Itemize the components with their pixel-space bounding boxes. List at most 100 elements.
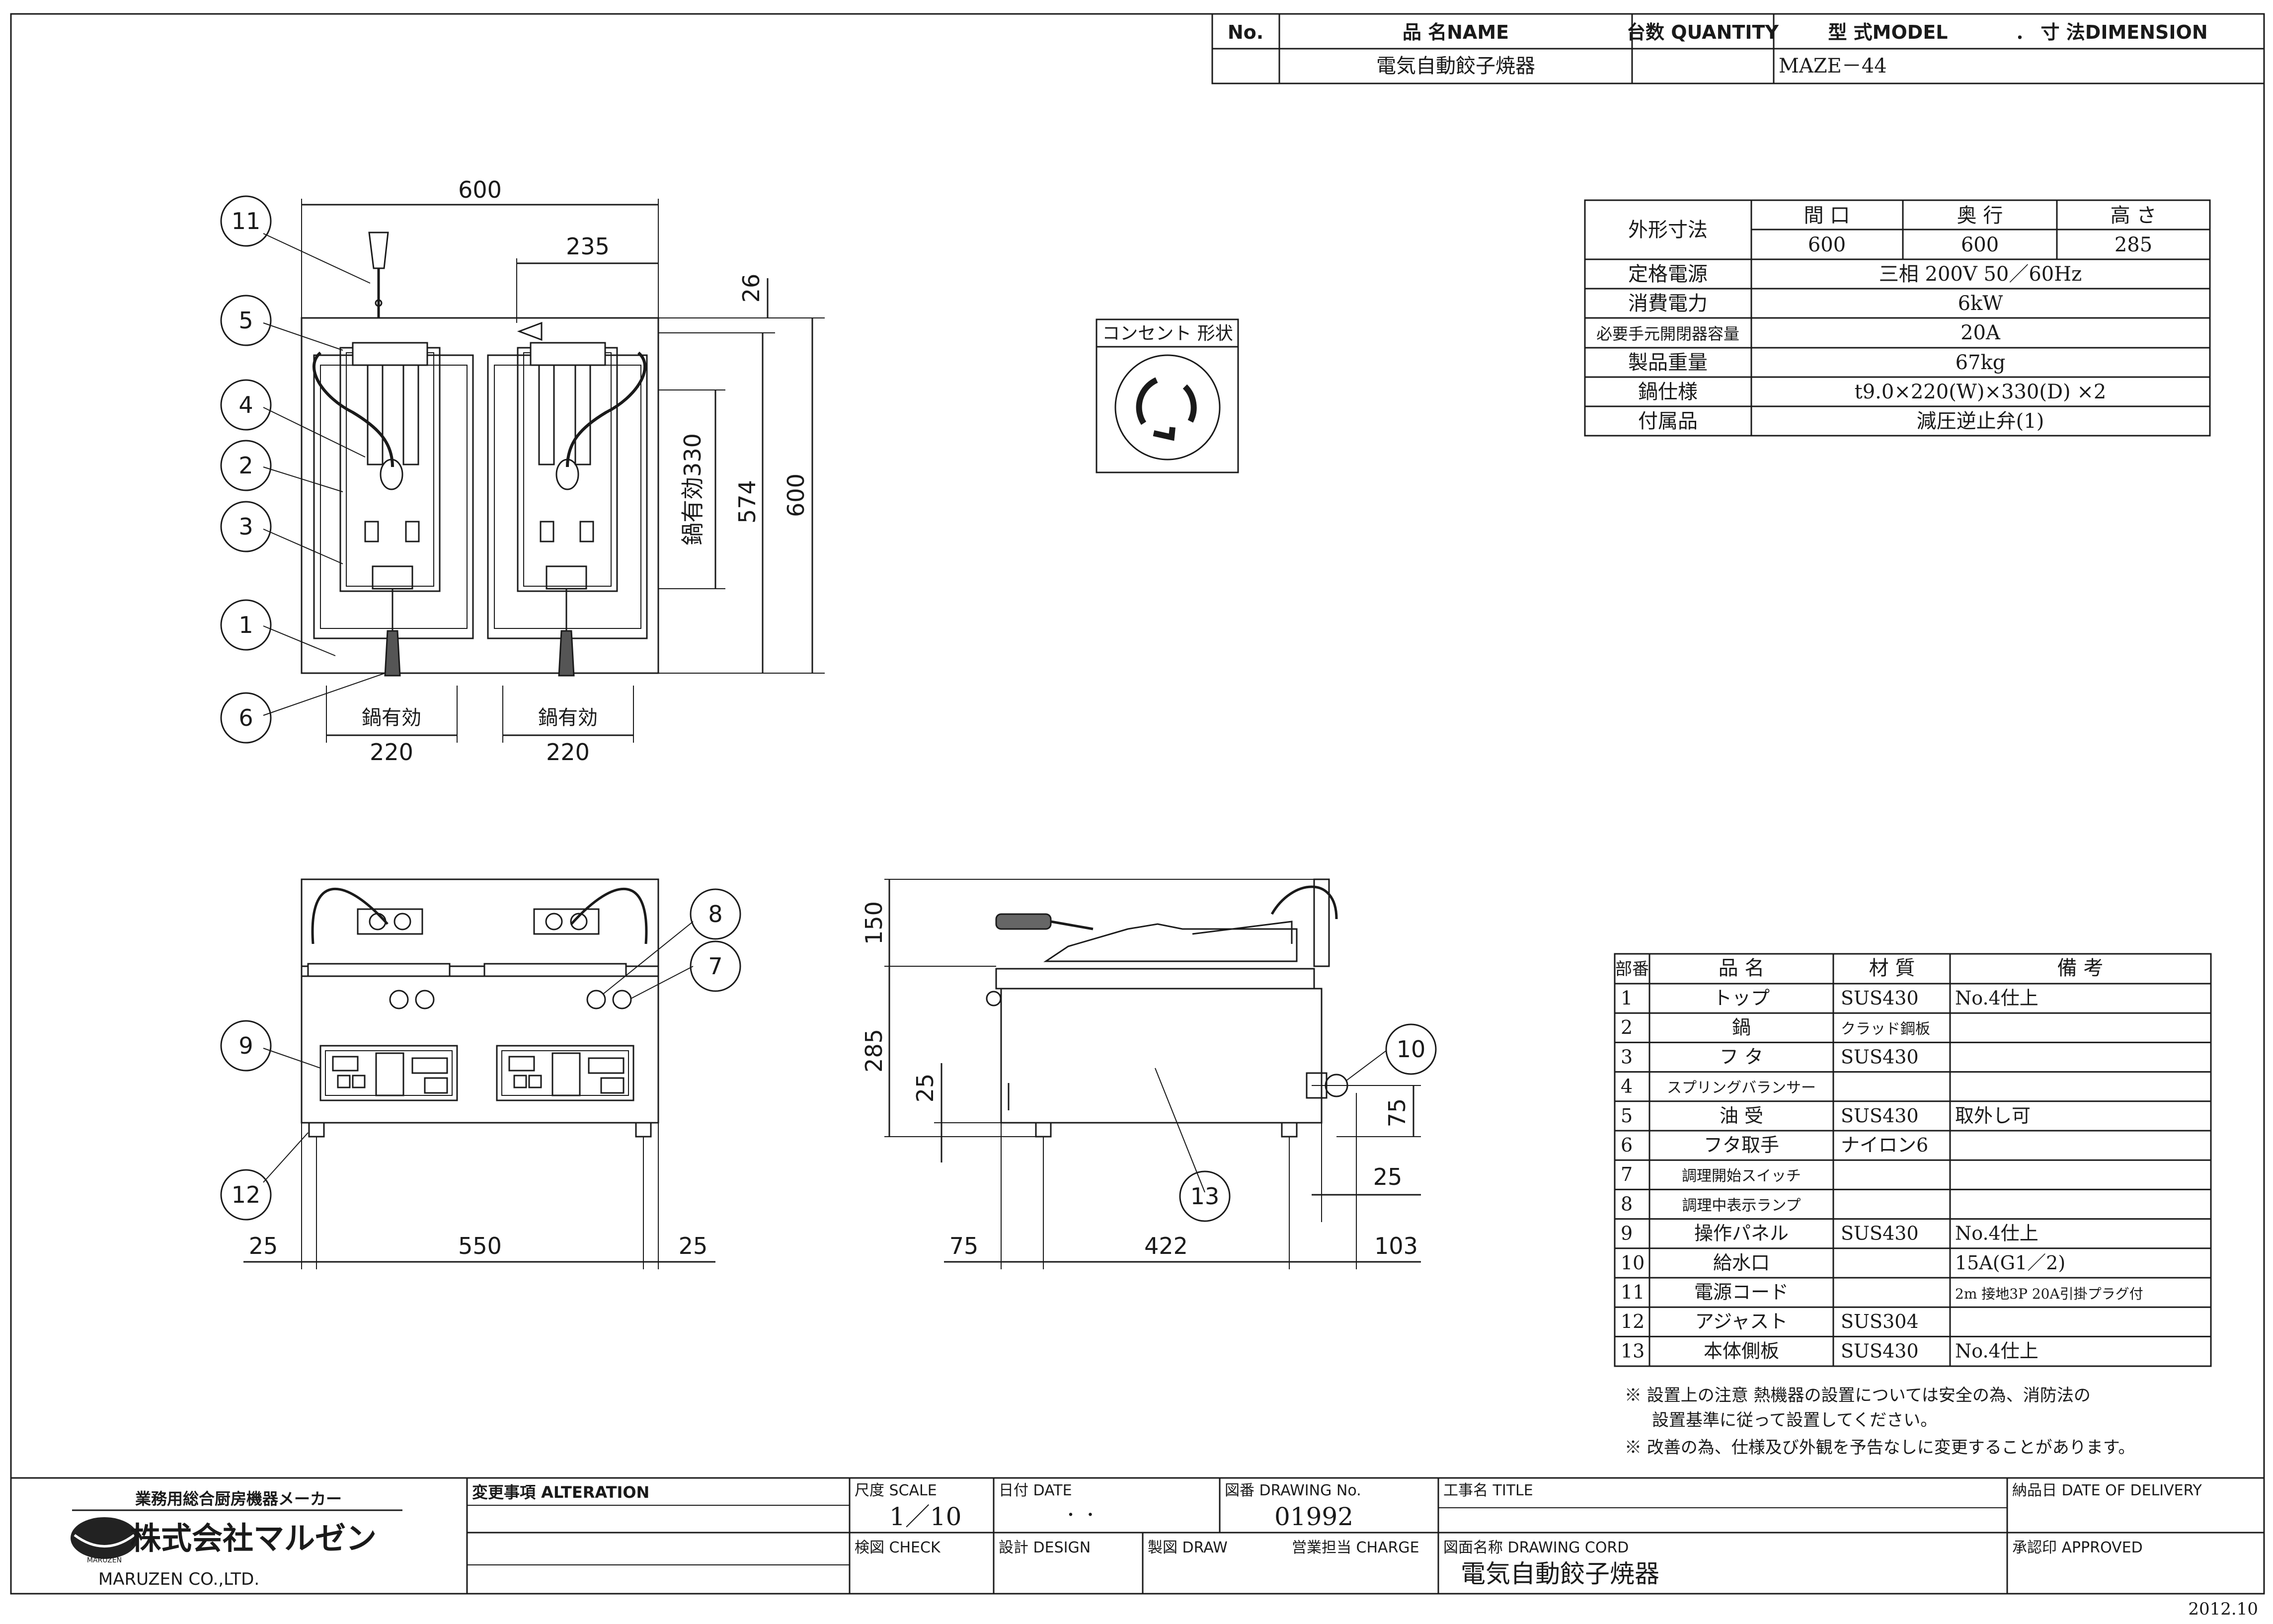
parts-cell-no: 1 — [1621, 987, 1633, 1009]
parts-header-name: 品 名 — [1719, 957, 1765, 980]
balloon-label: 13 — [1190, 1183, 1220, 1210]
draw-label: 製図 DRAW — [1148, 1539, 1228, 1556]
top-view: 600 235 鍋有効330 574 600 26 鍋有効 220 鍋有効 22… — [263, 176, 825, 766]
parts-cell-note: 2m 接地3P 20A引掛プラグ付 — [1955, 1286, 2143, 1302]
parts-cell-material: SUS430 — [1841, 1340, 1919, 1362]
title-model: MAZE－44 — [1779, 55, 1887, 77]
dim-pan-label-right: 鍋有効 — [538, 706, 598, 729]
dim-side-75-right: 75 — [1384, 1098, 1411, 1128]
balloon-circle — [690, 888, 741, 940]
dim-front-25-left: 25 — [249, 1233, 278, 1259]
spec-row-label: 定格電源 — [1628, 263, 1708, 286]
spec-value-height: 285 — [2115, 233, 2152, 256]
dim-side-150: 150 — [861, 901, 887, 945]
spec-row-value: 67kg — [1956, 351, 2006, 374]
spec-value-width: 600 — [1808, 233, 1846, 256]
company-logo-icon — [71, 1517, 138, 1559]
parts-cell-note: No.4仕上 — [1955, 1223, 2038, 1244]
balloon-label: 12 — [232, 1181, 261, 1208]
parts-cell-name: 本体側板 — [1704, 1340, 1779, 1362]
balloon-label: 9 — [238, 1032, 253, 1059]
parts-cell-no: 11 — [1621, 1281, 1645, 1303]
balloon-label: 1 — [238, 612, 253, 638]
top-view-body — [301, 317, 659, 674]
company-logo-text: MARUZEN — [87, 1556, 122, 1564]
notes: ※ 設置上の注意 熱機器の設置については安全の為、消防法の 設置基準に従って設置… — [1625, 1386, 2135, 1458]
parts-cell-note: No.4仕上 — [1955, 1340, 2038, 1362]
spec-row-label: 必要手元開閉器容量 — [1596, 324, 1739, 343]
date-label: 日付 DATE — [999, 1482, 1072, 1499]
parts-cell-name: 油 受 — [1720, 1105, 1763, 1127]
parts-cell-no: 13 — [1621, 1340, 1645, 1362]
approved-label: 承認印 APPROVED — [2012, 1539, 2143, 1556]
dim-side-25: 25 — [912, 1074, 939, 1103]
dim-top-26: 26 — [738, 274, 765, 303]
spec-label-size: 外形寸法 — [1628, 219, 1708, 241]
parts-cell-no: 12 — [1621, 1311, 1645, 1332]
parts-cell-name: 調理開始スイッチ — [1682, 1167, 1801, 1185]
dim-side-422: 422 — [1144, 1233, 1188, 1259]
dim-front-550: 550 — [458, 1233, 502, 1259]
spec-row-value: 三相 200V 50／60Hz — [1879, 263, 2082, 286]
parts-cell-name: アジャスト — [1695, 1311, 1788, 1332]
parts-header-no: 部番 — [1615, 959, 1649, 979]
parts-cell-name: 電源コード — [1694, 1281, 1789, 1303]
design-label: 設計 DESIGN — [999, 1539, 1091, 1556]
title-label: 工事名 TITLE — [1443, 1482, 1533, 1499]
spec-row-value: 20A — [1960, 321, 2001, 344]
drawing-no-label: 図番 DRAWING No. — [1225, 1482, 1361, 1499]
spec-header-width: 間 口 — [1804, 204, 1850, 227]
balloon-label: 4 — [238, 391, 253, 418]
balloon-label: 2 — [238, 452, 253, 479]
parts-cell-no: 4 — [1621, 1076, 1633, 1097]
dim-depth-600: 600 — [783, 473, 809, 517]
parts-cell-no: 9 — [1621, 1223, 1633, 1244]
charge-label: 営業担当 CHARGE — [1292, 1539, 1419, 1556]
delivery-label: 納品日 DATE OF DELIVERY — [2012, 1482, 2202, 1499]
company-name-en: MARUZEN CO.,LTD. — [98, 1569, 259, 1589]
spec-header-depth: 奥 行 — [1957, 204, 2003, 227]
balloon-label: 10 — [1397, 1036, 1426, 1063]
title-header-name: 品 名NAME — [1403, 21, 1509, 43]
parts-cell-name: 給水口 — [1713, 1252, 1770, 1274]
spec-row-label: 付属品 — [1638, 410, 1698, 433]
parts-cell-no: 7 — [1621, 1163, 1633, 1185]
scale-label: 尺度 SCALE — [855, 1482, 937, 1499]
parts-cell-material: SUS430 — [1841, 1105, 1919, 1127]
balloon-circle — [220, 501, 272, 552]
spec-header-height: 高 さ — [2111, 204, 2157, 227]
parts-cell-no: 10 — [1621, 1252, 1645, 1274]
parts-cell-material: SUS430 — [1841, 1223, 1919, 1244]
title-header-dimension: ． 寸 法DIMENSION — [2015, 21, 2207, 43]
parts-cell-name: フ タ — [1720, 1046, 1763, 1068]
outlet-label: コンセント 形状 — [1102, 323, 1233, 344]
parts-cell-name: 鍋 — [1732, 1016, 1751, 1038]
balloon-circle — [1179, 1170, 1231, 1222]
parts-cell-material: SUS430 — [1841, 987, 1919, 1009]
balloon-circle — [220, 599, 272, 651]
note-line: 設置基準に従って設置してください。 — [1652, 1410, 1937, 1430]
balloon-label: 11 — [232, 208, 261, 234]
parts-cell-note: 15A(G1／2) — [1955, 1252, 2065, 1274]
balloon-label: 5 — [238, 307, 253, 334]
check-label: 検図 CHECK — [855, 1539, 941, 1556]
parts-cell-name: 操作パネル — [1694, 1223, 1789, 1244]
balloon-label: 7 — [708, 953, 722, 980]
drawing-cord-label: 図面名称 DRAWING CORD — [1443, 1539, 1629, 1556]
title-product-name: 電気自動餃子焼器 — [1376, 55, 1535, 77]
balloon-circle — [220, 379, 272, 431]
note-line: ※ 設置上の注意 熱機器の設置については安全の為、消防法の — [1625, 1386, 2091, 1405]
front-view: 25 550 25 — [243, 878, 715, 1269]
drawing-no-value: 01992 — [1274, 1502, 1353, 1531]
spec-row-label: 製品重量 — [1628, 351, 1708, 374]
spec-value-depth: 600 — [1961, 233, 1999, 256]
dim-pan-width-left: 220 — [370, 739, 413, 766]
balloon-circle — [690, 940, 741, 992]
outlet-box: コンセント 形状 — [1096, 318, 1239, 473]
parts-cell-no: 5 — [1621, 1105, 1633, 1127]
spec-row-value: t9.0×220(W)×330(D) ×2 — [1855, 381, 2107, 403]
spec-row-value: 6kW — [1958, 292, 2003, 315]
balloon-circle — [1385, 1023, 1437, 1075]
parts-cell-name: スプリングバランサー — [1667, 1080, 1816, 1097]
